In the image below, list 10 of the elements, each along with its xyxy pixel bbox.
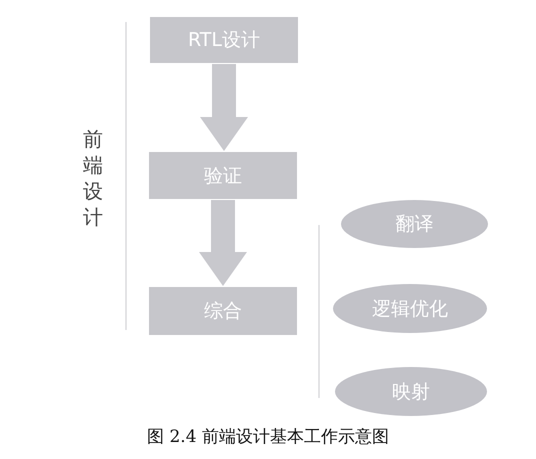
process-box: RTL设计 bbox=[150, 17, 298, 63]
process-box: 验证 bbox=[149, 152, 297, 199]
block-arrow bbox=[200, 64, 248, 151]
side-label: 前端设计 bbox=[82, 126, 104, 230]
caption: 图 2.4 前端设计基本工作示意图 bbox=[147, 427, 389, 447]
process-box: 综合 bbox=[149, 287, 297, 335]
step-ellipse: 逻辑优化 bbox=[333, 284, 487, 333]
step-ellipse: 翻译 bbox=[341, 200, 488, 248]
step-ellipse: 映射 bbox=[335, 367, 487, 416]
block-arrow bbox=[199, 200, 247, 286]
